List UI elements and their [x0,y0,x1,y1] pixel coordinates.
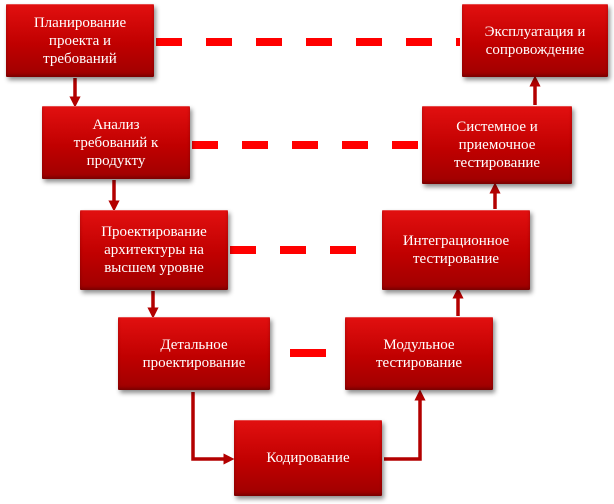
stage-architecture-design: Проектирование архитектуры на высшем уро… [80,210,228,290]
stage-coding: Кодирование [234,420,382,496]
stage-operation-maintenance: Эксплуатация и сопровождение [462,4,608,77]
stage-planning: Планирование проекта и требований [6,4,154,77]
stage-system-acceptance-testing: Системное и приемочное тестирование [422,106,572,184]
arrow-detail-to-coding [191,392,235,465]
stage-detailed-design: Детальное проектирование [118,317,270,390]
arrow-coding-to-unit [384,389,426,461]
stage-requirements-analysis: Анализ требований к продукту [42,106,190,179]
stage-integration-testing: Интеграционное тестирование [382,210,530,290]
stage-unit-testing: Модульное тестирование [345,317,493,390]
